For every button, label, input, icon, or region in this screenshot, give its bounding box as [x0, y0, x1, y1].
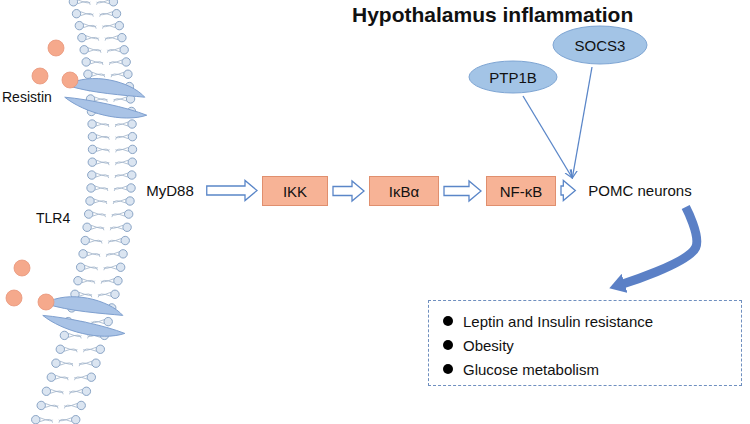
lipid-heads: [26, 0, 137, 424]
bullet-row: Leptin and Insulin resistance: [463, 309, 741, 333]
node-text: NF-κB: [500, 183, 543, 200]
outcome-text: Leptin and Insulin resistance: [463, 313, 653, 330]
thin-arrow: [523, 96, 572, 178]
process-box: IKK: [262, 176, 328, 206]
receptor-tlr4: [43, 297, 125, 336]
bullet-dot: [443, 364, 453, 374]
curve-arrow: [623, 207, 697, 284]
outcome-text: Obesity: [463, 337, 514, 354]
target-label: POMC neurons: [580, 177, 699, 203]
molecule-label: TLR4: [36, 210, 70, 226]
outcome-box: Leptin and Insulin resistanceObesityGluc…: [428, 300, 742, 386]
block-arrow: [444, 181, 481, 201]
diagram-title: Hypothalamus inflammation: [352, 3, 633, 27]
node-text: MyD88: [146, 182, 194, 199]
lipid-tails: [34, 0, 128, 424]
block-arrow: [561, 181, 575, 201]
outcome-text: Glucose metabolism: [463, 361, 599, 378]
process-box: NF-κB: [486, 176, 556, 206]
adaptor-label: MyD88: [138, 177, 202, 203]
bullet-row: Obesity: [463, 333, 741, 357]
node-text: SOCS3: [575, 37, 626, 54]
thin-arrow: [572, 67, 592, 178]
bullet-dot: [443, 340, 453, 350]
block-arrow: [333, 181, 364, 201]
regulator-ellipse: SOCS3: [552, 25, 648, 65]
block-arrow: [207, 181, 257, 201]
node-text: IκBα: [389, 183, 419, 200]
bullet-dot: [443, 316, 453, 326]
resistin-molecules: [6, 40, 78, 310]
regulator-ellipse: PTP1B: [468, 60, 558, 94]
node-text: PTP1B: [489, 69, 537, 86]
bullet-row: Glucose metabolism: [463, 357, 741, 381]
molecule-label: Resistin: [2, 89, 52, 105]
process-box: IκBα: [369, 176, 439, 206]
node-text: IKK: [283, 183, 307, 200]
node-text: POMC neurons: [588, 182, 691, 199]
